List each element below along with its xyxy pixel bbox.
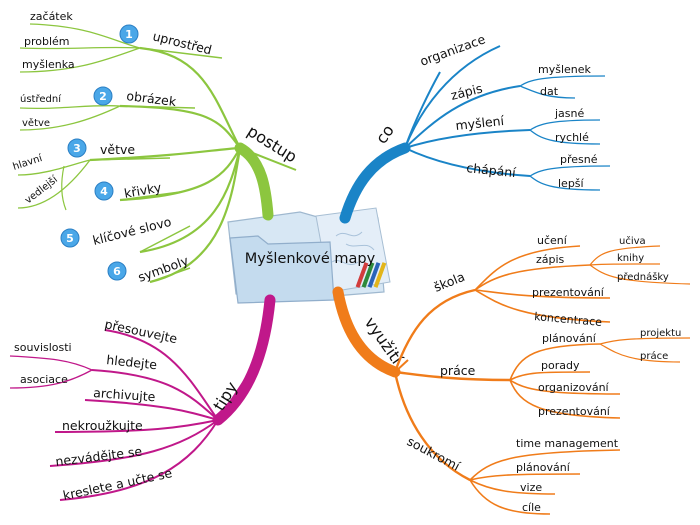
tip-hledejte[interactable]: hledejte: [106, 352, 158, 372]
tipy-trunk: [212, 294, 276, 426]
step-number: 2: [99, 90, 107, 103]
step-label: klíčové slovo: [91, 214, 173, 248]
leaf-myslenka[interactable]: myšlenka: [22, 58, 75, 71]
leaf-souvislosti[interactable]: souvislosti: [14, 341, 72, 354]
leaf-planovani-prace[interactable]: plánování: [542, 332, 597, 345]
branch-co: co organizace zápis myšlení chápání myšl…: [339, 31, 611, 224]
leaf-asociace[interactable]: asociace: [20, 373, 68, 386]
step-number: 3: [73, 142, 81, 155]
step-number: 5: [66, 232, 74, 245]
leaf-ustredni[interactable]: ústřední: [20, 93, 62, 105]
leaf-time-management[interactable]: time management: [516, 437, 619, 450]
node-chapani[interactable]: chápání: [466, 160, 517, 180]
leaf-vetve[interactable]: větve: [22, 117, 50, 129]
leaf-lepsi[interactable]: lepší: [558, 177, 585, 190]
tipy-label-line: [217, 377, 247, 421]
leaf-planovani-soukromi[interactable]: plánování: [516, 461, 571, 474]
step-2[interactable]: 2 obrázek: [93, 86, 178, 109]
leaf-projektu[interactable]: projektu: [640, 328, 681, 339]
leaf-vedlejsi[interactable]: vedlejší: [22, 173, 60, 207]
leaf-jasne[interactable]: jasné: [554, 107, 584, 120]
node-zapis[interactable]: zápis: [449, 81, 484, 103]
tip-nezvadejte-se[interactable]: nezvádějte se: [55, 443, 144, 469]
step-number: 6: [113, 265, 121, 278]
leaf-prezentovani-prace[interactable]: prezentování: [538, 405, 611, 418]
step-5[interactable]: 5 klíčové slovo: [60, 214, 173, 248]
tip-kreslete-a-ucte-se[interactable]: kreslete a učte se: [62, 465, 174, 503]
step-label: křivky: [123, 180, 163, 201]
postup-label-line: [239, 147, 297, 171]
leaf-presne[interactable]: přesné: [560, 153, 598, 166]
step-badge-5: [60, 228, 80, 248]
branch-tipy: tipy přesouvejte hledejte souvislosti as…: [9, 294, 276, 503]
tip-archivujte[interactable]: archivujte: [93, 385, 156, 404]
node-skola[interactable]: škola: [432, 269, 467, 295]
step-badge-1: [119, 24, 139, 44]
leaf-cile[interactable]: cíle: [522, 501, 541, 514]
step-label: obrázek: [126, 88, 178, 109]
leaf-zapis-skola[interactable]: zápis: [536, 253, 565, 266]
step-badge-2: [93, 86, 113, 106]
step-badge-6: [107, 261, 127, 281]
leaf-uceni[interactable]: učení: [537, 234, 568, 247]
leaf-zacatek[interactable]: začátek: [30, 10, 73, 23]
step-3[interactable]: 3 větve: [67, 138, 135, 158]
leaf-koncentrace[interactable]: koncentrace: [534, 310, 603, 329]
co-label[interactable]: co: [372, 121, 398, 147]
postup-trunk: [234, 142, 274, 221]
co-trunk: [339, 142, 411, 224]
leaf-knihy[interactable]: knihy: [617, 253, 644, 264]
tip-presouvejte[interactable]: přesouvejte: [103, 316, 179, 346]
vyuziti-trunk: [332, 286, 401, 378]
step-badge-4: [94, 181, 114, 201]
step-badge-3: [67, 138, 87, 158]
sketch-lines-shape: [331, 231, 375, 266]
branch-vyuziti: využití škola práce soukromí učení zápis…: [332, 234, 691, 515]
leaf-prednasky[interactable]: přednášky: [617, 271, 669, 283]
step-6[interactable]: 6 symboly: [107, 253, 191, 285]
leaf-dat[interactable]: dat: [540, 85, 559, 98]
leaf-vize[interactable]: vize: [520, 481, 542, 494]
vyuziti-label-line: [394, 359, 409, 373]
leaf-porady[interactable]: porady: [541, 359, 580, 372]
step-4[interactable]: 4 křivky: [94, 180, 163, 201]
center-node[interactable]: Myšlenkové mapy: [227, 207, 391, 304]
step-number: 1: [125, 28, 133, 41]
leaf-prezentovani-skola[interactable]: prezentování: [532, 286, 605, 299]
leaf-organizovani[interactable]: organizování: [538, 381, 610, 394]
step-number: 4: [100, 185, 108, 198]
folder-front-shape: [229, 235, 335, 304]
leaf-problem[interactable]: problém: [24, 35, 70, 48]
tip-nekrouzkujte[interactable]: nekroužkujte: [62, 418, 143, 433]
node-organizace[interactable]: organizace: [418, 31, 488, 69]
leaf-uciva[interactable]: učiva: [619, 235, 646, 247]
leaf-hlavni[interactable]: hlavní: [11, 152, 45, 173]
step-1[interactable]: 1 uprostřed: [119, 24, 213, 57]
step-label: symboly: [136, 253, 191, 285]
leaf-myslenek[interactable]: myšlenek: [538, 63, 592, 76]
leaf-rychle[interactable]: rychlé: [555, 131, 589, 144]
step-label: větve: [100, 142, 135, 157]
center-title: Myšlenkové mapy: [245, 251, 376, 267]
node-mysleni[interactable]: myšlení: [455, 113, 505, 133]
markers-icon: [355, 262, 387, 288]
node-soukromi[interactable]: soukromí: [405, 433, 463, 473]
node-prace[interactable]: práce: [440, 363, 476, 378]
leaf-prace-sub[interactable]: práce: [640, 350, 668, 362]
